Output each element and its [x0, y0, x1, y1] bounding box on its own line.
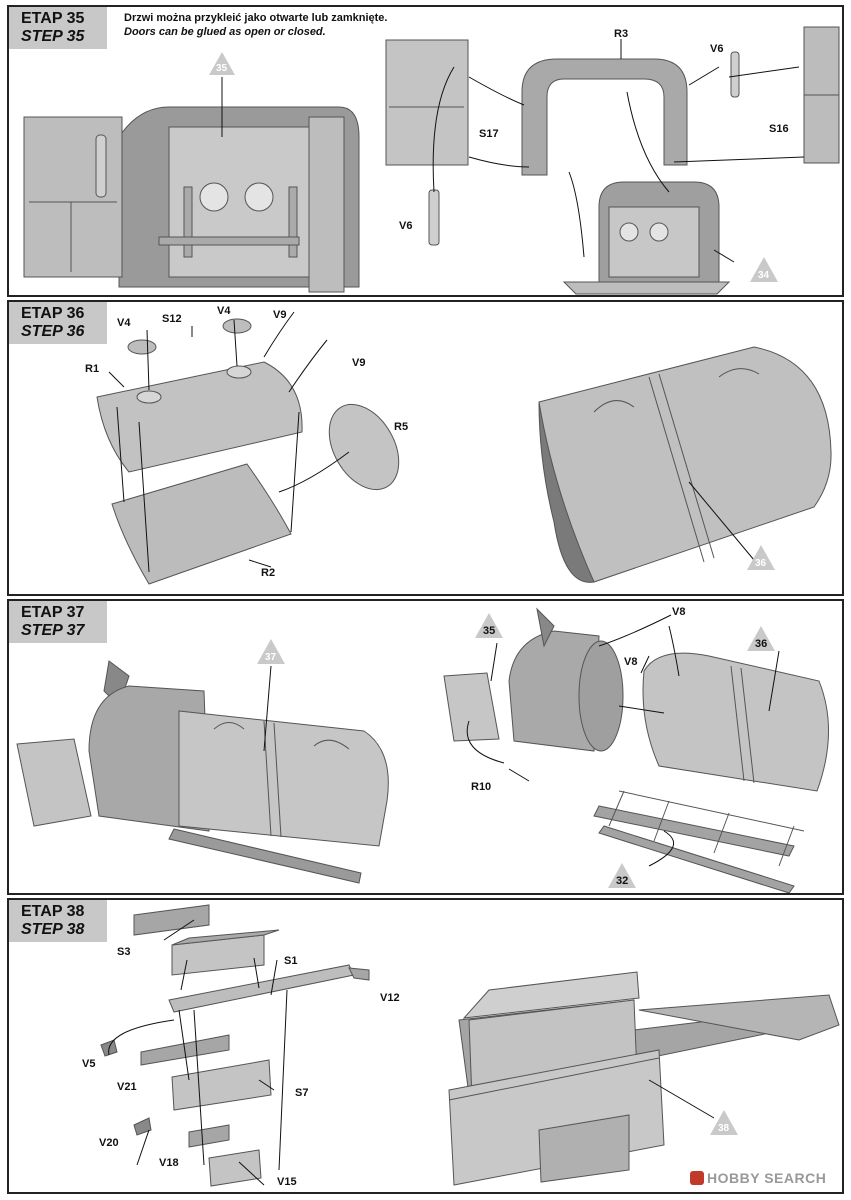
step-37-title-en: STEP 37 — [21, 622, 85, 639]
step-38-leader-lines — [108, 919, 715, 1186]
part-label-v4-left: V4 — [117, 317, 131, 329]
part-label-s3: S3 — [117, 946, 130, 958]
step-37-header: ETAP 37 STEP 37 — [9, 601, 107, 643]
part-label-r1: R1 — [85, 363, 99, 375]
step-38-drawing: S3 S1 V12 V5 V21 S7 V20 V18 V15 38 — [82, 904, 840, 1188]
part-label-v8-left: V8 — [624, 656, 637, 668]
tank-cabinet-frame-exploded-illustration — [443, 607, 830, 893]
step-marker-36b-triangle — [747, 626, 775, 651]
boxes-assembled-illustration — [448, 971, 840, 1186]
step-marker-35b: 35 — [483, 625, 495, 637]
part-label-s12: S12 — [162, 313, 182, 325]
part-label-r3: R3 — [614, 28, 628, 40]
part-label-r10: R10 — [471, 781, 491, 793]
part-label-v15: V15 — [277, 1176, 297, 1188]
step-35-title-pl: ETAP 35 — [21, 10, 85, 27]
boxes-exploded-illustration — [100, 904, 370, 1187]
part-label-s16: S16 — [769, 123, 789, 135]
tank-exploded-illustration — [96, 318, 400, 585]
step-35-drawing: R3 V6 S17 S16 V6 35 34 — [23, 26, 840, 295]
step-35-header: ETAP 35 STEP 35 — [9, 7, 107, 49]
cabinet-exploded-illustration — [385, 26, 840, 295]
hobby-search-logo-icon — [690, 1171, 704, 1185]
step-marker-38: 38 — [718, 1123, 730, 1134]
step-marker-36b: 36 — [755, 638, 767, 650]
step-36-panel: ETAP 36 STEP 36 — [7, 300, 844, 596]
part-label-v21: V21 — [117, 1081, 137, 1093]
step-marker-34-triangle — [750, 257, 778, 282]
step-36-title-pl: ETAP 36 — [21, 305, 85, 322]
part-label-s7: S7 — [295, 1087, 308, 1099]
step-37-panel: ETAP 37 STEP 37 — [7, 599, 844, 895]
step-marker-38-triangle — [710, 1110, 738, 1135]
step-35-note-en: Doors can be glued as open or closed. — [124, 26, 326, 38]
step-marker-37: 37 — [265, 652, 277, 663]
step-marker-36: 36 — [755, 558, 767, 569]
step-38-header: ETAP 38 STEP 38 — [9, 900, 107, 942]
step-37-leader-lines — [263, 614, 780, 867]
step-marker-35-triangle — [209, 52, 235, 75]
part-label-v18: V18 — [159, 1157, 179, 1169]
part-label-s17: S17 — [479, 128, 499, 140]
part-label-v6-bottom: V6 — [399, 220, 412, 232]
step-35-title-en: STEP 35 — [21, 28, 85, 45]
step-38-panel: ETAP 38 STEP 38 — [7, 898, 844, 1194]
step-35-note-pl: Drzwi można przykleić jako otwarte lub z… — [124, 12, 388, 24]
part-label-v5: V5 — [82, 1058, 95, 1070]
step-marker-32: 32 — [616, 875, 628, 887]
tank-assembled-illustration — [538, 346, 832, 583]
step-marker-35b-triangle — [475, 613, 503, 638]
part-label-r5: R5 — [394, 421, 408, 433]
step-marker-34: 34 — [758, 270, 770, 281]
part-label-v12: V12 — [380, 992, 400, 1004]
part-label-v4-right: V4 — [217, 305, 231, 317]
step-38-title-en: STEP 38 — [21, 921, 85, 938]
step-36-drawing: V4 S12 V4 V9 V9 R1 R5 R2 36 — [85, 305, 832, 585]
step-37-drawing: V8 V8 R10 37 35 36 32 — [16, 606, 830, 893]
step-marker-37-triangle — [257, 639, 285, 664]
part-label-r2: R2 — [261, 567, 275, 579]
watermark-text: HOBBY SEARCH — [707, 1170, 827, 1186]
part-label-v8-top: V8 — [672, 606, 685, 618]
part-label-v9-right: V9 — [352, 357, 365, 369]
cabinet-assembled-illustration — [23, 106, 360, 293]
step-36-header: ETAP 36 STEP 36 — [9, 302, 107, 344]
step-35-note: Drzwi można przykleić jako otwarte lub z… — [124, 11, 387, 39]
step-36-title-en: STEP 36 — [21, 323, 85, 340]
part-label-v9-top: V9 — [273, 309, 286, 321]
step-36-leader-lines — [108, 311, 755, 573]
tank-with-cabinet-assembled-illustration — [16, 660, 389, 884]
step-35-panel: ETAP 35 STEP 35 Drzwi można przykleić ja… — [7, 5, 844, 297]
part-label-s1: S1 — [284, 955, 297, 967]
watermark: HOBBY SEARCH — [690, 1170, 826, 1186]
step-marker-32-triangle — [608, 863, 636, 888]
step-38-title-pl: ETAP 38 — [21, 903, 85, 920]
step-35-leader-lines — [221, 39, 805, 263]
part-label-v20: V20 — [99, 1137, 119, 1149]
part-label-v6-top: V6 — [710, 43, 723, 55]
step-marker-35: 35 — [216, 63, 228, 74]
step-marker-36-triangle — [747, 545, 775, 570]
step-37-title-pl: ETAP 37 — [21, 604, 85, 621]
